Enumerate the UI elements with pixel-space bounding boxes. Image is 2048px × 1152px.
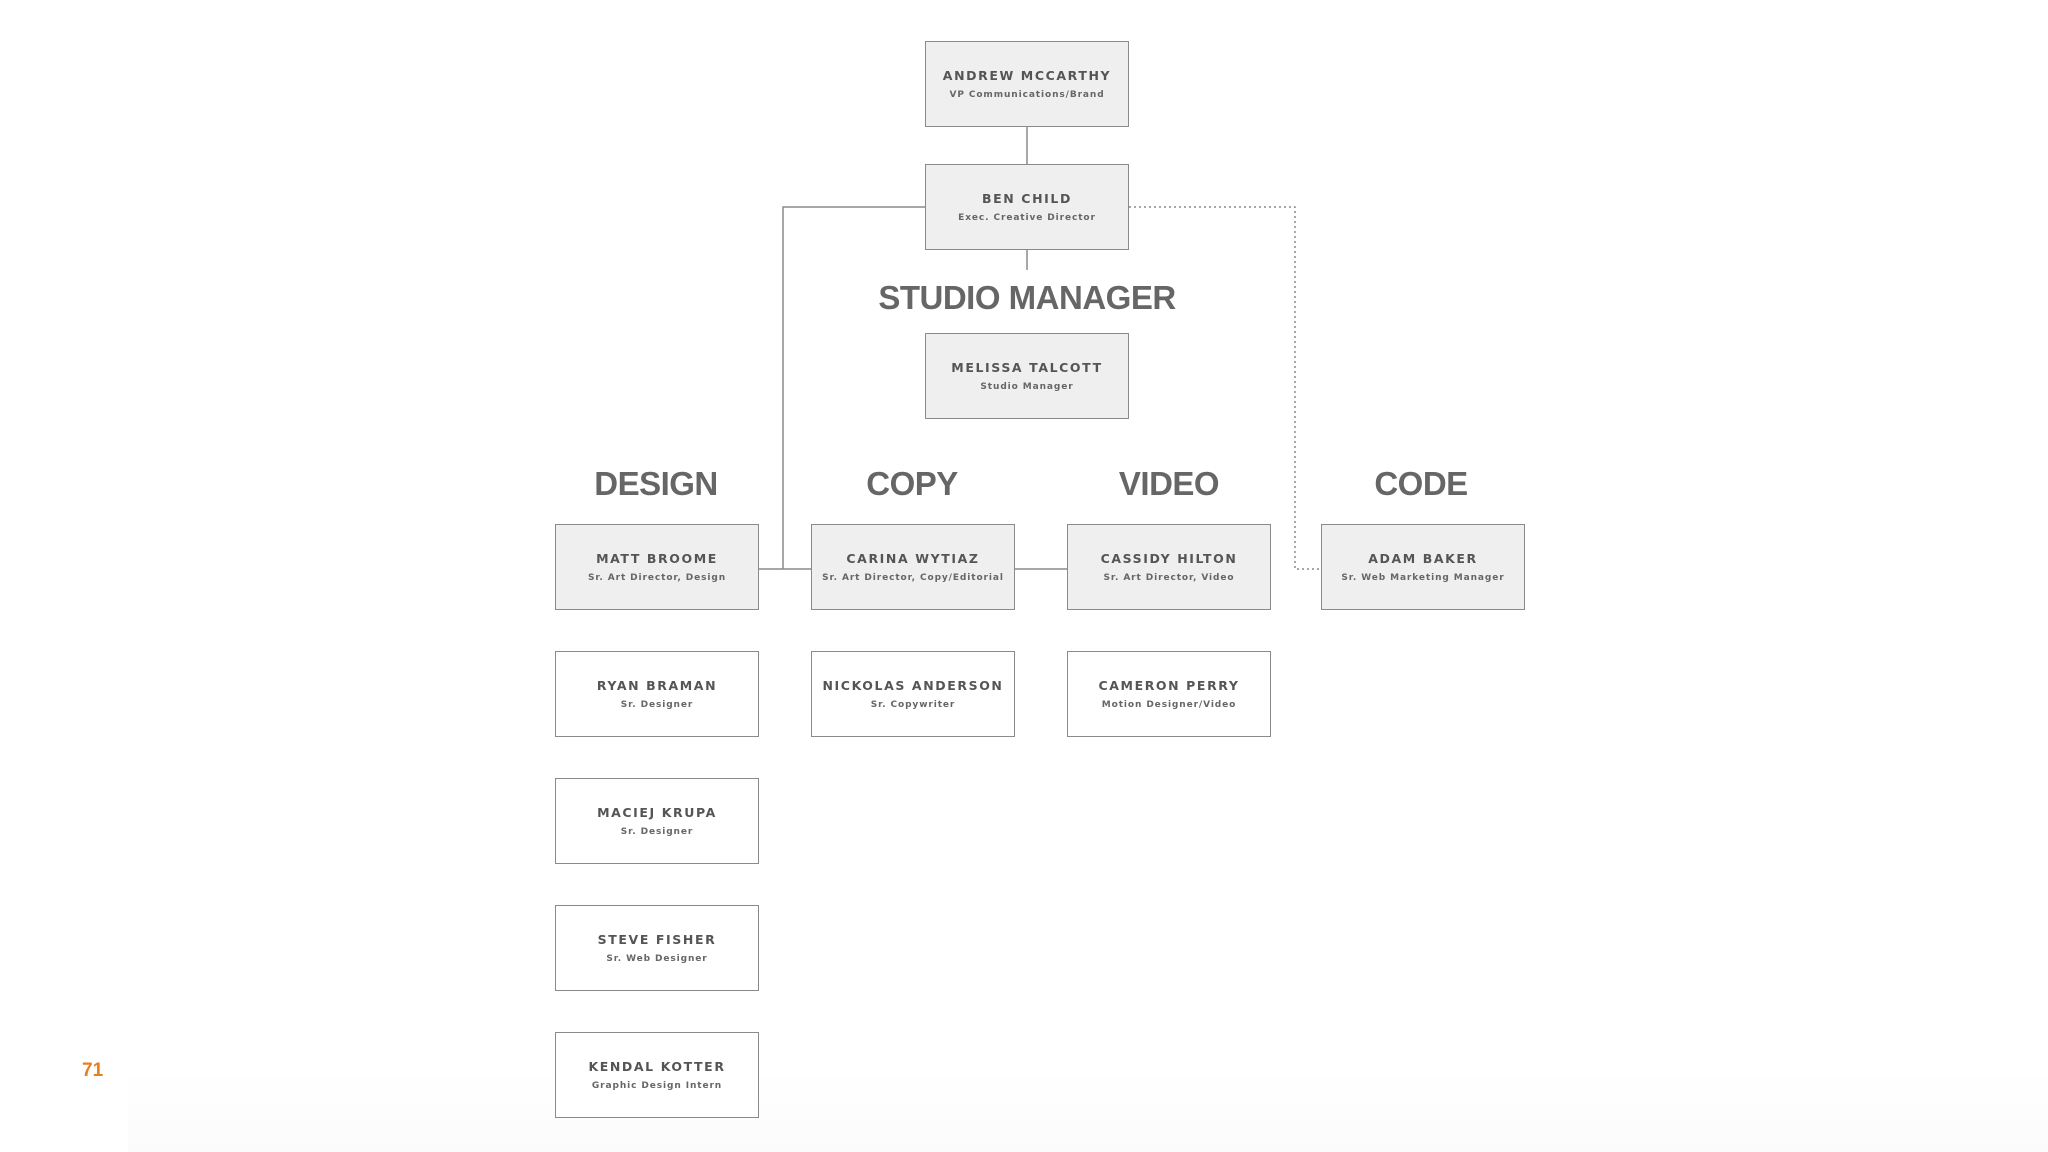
person-name: MELISSA TALCOTT: [951, 359, 1103, 375]
person-name: CAMERON PERRY: [1098, 677, 1240, 693]
person-box-steve-fisher: STEVE FISHER Sr. Web Designer: [555, 905, 759, 991]
person-box-nickolas-anderson: NICKOLAS ANDERSON Sr. Copywriter: [811, 651, 1015, 737]
person-box-cameron-perry: CAMERON PERRY Motion Designer/Video: [1067, 651, 1271, 737]
person-role: Sr. Art Director, Video: [1103, 572, 1235, 583]
person-role: Studio Manager: [980, 381, 1074, 392]
footer-shade: [128, 1070, 2048, 1152]
person-role: Sr. Art Director, Design: [587, 572, 727, 583]
person-box-maciej-krupa: MACIEJ KRUPA Sr. Designer: [555, 778, 759, 864]
connector-ben-design-copy: [782, 206, 925, 569]
person-name: KENDAL KOTTER: [588, 1058, 726, 1074]
person-box-cassidy-hilton: CASSIDY HILTON Sr. Art Director, Video: [1067, 524, 1271, 610]
person-role: Exec. Creative Director: [958, 212, 1096, 223]
copy-heading: COPY: [866, 465, 958, 502]
code-heading: CODE: [1374, 465, 1468, 502]
person-box-melissa-talcott: MELISSA TALCOTT Studio Manager: [925, 333, 1129, 419]
connector-ben-code-dotted: [1129, 206, 1321, 570]
person-name: ADAM BAKER: [1368, 550, 1478, 566]
person-name: RYAN BRAMAN: [596, 677, 718, 693]
person-name: BEN CHILD: [982, 190, 1072, 206]
person-name: MACIEJ KRUPA: [597, 804, 717, 820]
person-role: Sr. Art Director, Copy/Editorial: [822, 572, 1004, 583]
person-box-ryan-braman: RYAN BRAMAN Sr. Designer: [555, 651, 759, 737]
person-box-carina-wytiaz: CARINA WYTIAZ Sr. Art Director, Copy/Edi…: [811, 524, 1015, 610]
person-role: Sr. Designer: [620, 826, 694, 837]
person-box-andrew-mccarthy: ANDREW MCCARTHY VP Communications/Brand: [925, 41, 1129, 127]
person-name: STEVE FISHER: [597, 931, 717, 947]
person-box-adam-baker: ADAM BAKER Sr. Web Marketing Manager: [1321, 524, 1525, 610]
studio-manager-heading: STUDIO MANAGER: [878, 279, 1176, 316]
person-role: Sr. Designer: [620, 699, 694, 710]
person-name: NICKOLAS ANDERSON: [822, 677, 1004, 693]
person-name: MATT BROOME: [596, 550, 718, 566]
person-name: CARINA WYTIAZ: [846, 550, 980, 566]
person-box-kendal-kotter: KENDAL KOTTER Graphic Design Intern: [555, 1032, 759, 1118]
person-role: Sr. Web Marketing Manager: [1341, 572, 1505, 583]
person-name: CASSIDY HILTON: [1100, 550, 1238, 566]
person-role: Sr. Copywriter: [870, 699, 956, 710]
person-box-matt-broome: MATT BROOME Sr. Art Director, Design: [555, 524, 759, 610]
video-heading: VIDEO: [1118, 465, 1220, 502]
person-role: VP Communications/Brand: [949, 89, 1105, 100]
page-number: 71: [82, 1060, 104, 1081]
person-role: Motion Designer/Video: [1101, 699, 1237, 710]
person-role: Sr. Web Designer: [606, 953, 708, 964]
person-role: Graphic Design Intern: [591, 1080, 723, 1091]
design-heading: DESIGN: [594, 465, 718, 502]
person-name: ANDREW MCCARTHY: [942, 67, 1112, 83]
person-box-ben-child: BEN CHILD Exec. Creative Director: [925, 164, 1129, 250]
